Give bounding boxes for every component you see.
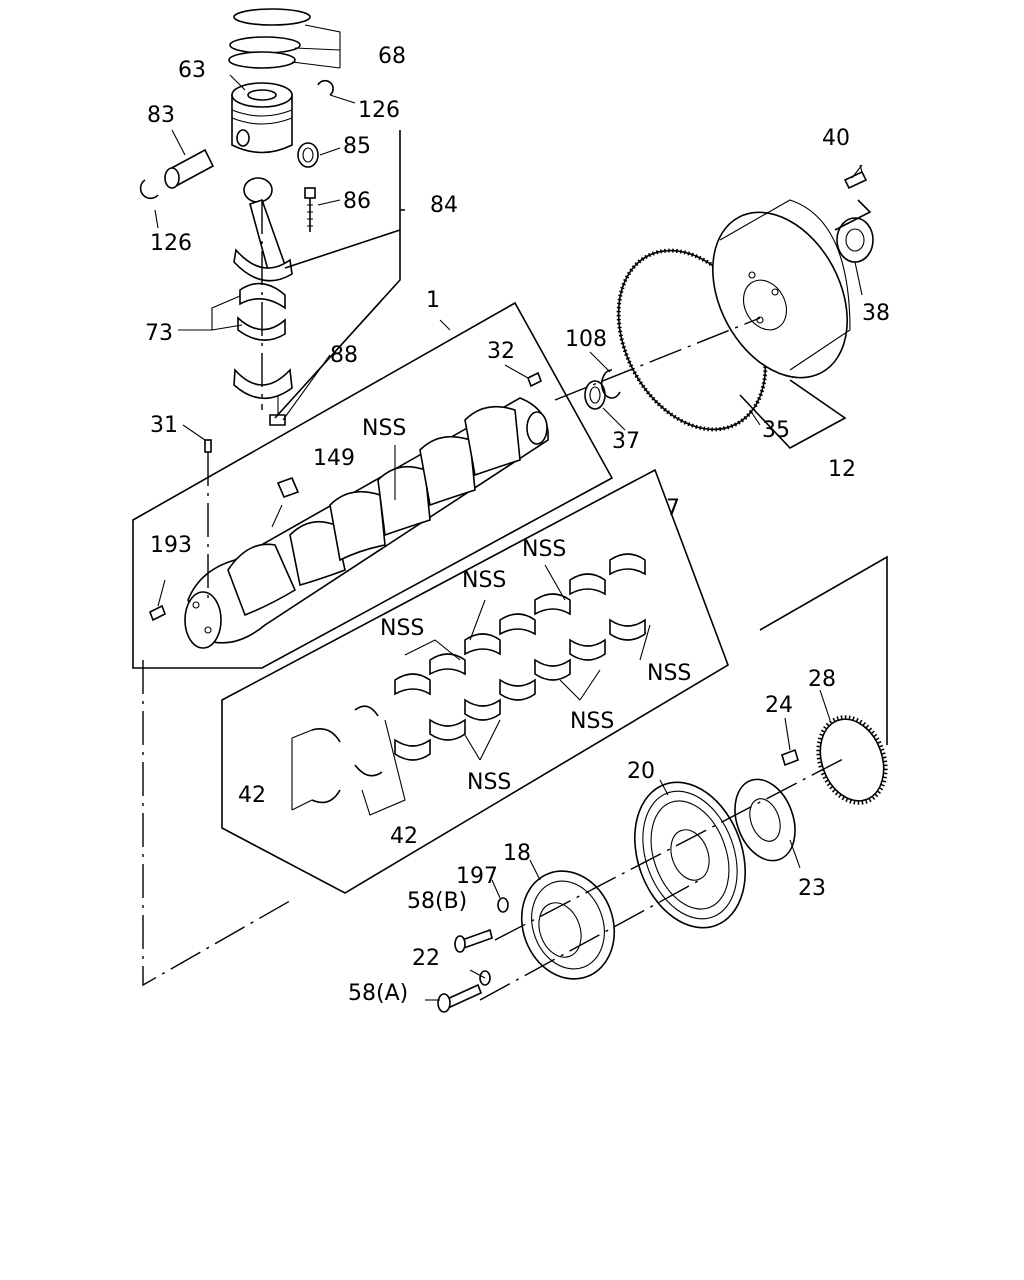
label-85: 85 bbox=[343, 134, 371, 159]
damper-20 bbox=[634, 781, 746, 929]
label-63: 63 bbox=[178, 58, 206, 83]
label-12: 12 bbox=[828, 457, 856, 482]
rod-cap bbox=[233, 368, 293, 415]
rod-nut bbox=[269, 414, 286, 426]
main-bearing-shells bbox=[394, 553, 646, 761]
label-83: 83 bbox=[147, 103, 175, 128]
piston-rings bbox=[228, 8, 341, 69]
label-38: 38 bbox=[862, 301, 890, 326]
label-18: 18 bbox=[503, 841, 531, 866]
label-68: 68 bbox=[378, 44, 406, 69]
label-108: 108 bbox=[565, 327, 607, 352]
bolt-58b bbox=[454, 928, 493, 953]
lock-plate-38 bbox=[836, 217, 874, 263]
group-frames bbox=[132, 301, 888, 987]
leader-lines bbox=[154, 74, 863, 881]
plate-23 bbox=[734, 778, 796, 862]
label-35: 35 bbox=[762, 418, 790, 443]
label-42-left: 42 bbox=[238, 783, 266, 808]
snap-ring-lower bbox=[139, 179, 159, 200]
piston-pin bbox=[164, 148, 215, 189]
pin-32 bbox=[526, 371, 543, 388]
label-42-right: 42 bbox=[390, 824, 418, 849]
plug-149 bbox=[271, 476, 300, 528]
label-nss-6: NSS bbox=[467, 770, 511, 795]
flywheel-bolt bbox=[843, 164, 868, 190]
pulley-18 bbox=[520, 870, 616, 980]
label-7: 7 bbox=[666, 496, 680, 521]
snap-ring-upper bbox=[317, 79, 356, 104]
label-58a: 58(A) bbox=[348, 981, 408, 1006]
label-126-lower: 126 bbox=[150, 231, 192, 256]
label-197: 197 bbox=[456, 864, 498, 889]
flywheel bbox=[712, 199, 851, 379]
label-nss-2: NSS bbox=[462, 568, 506, 593]
label-37: 37 bbox=[612, 429, 640, 454]
label-193: 193 bbox=[150, 533, 192, 558]
washer-197 bbox=[497, 897, 509, 913]
label-22: 22 bbox=[412, 946, 440, 971]
bush bbox=[297, 142, 319, 168]
label-84: 84 bbox=[430, 193, 458, 218]
label-126-upper: 126 bbox=[358, 98, 400, 123]
thrust-washers bbox=[291, 705, 406, 816]
label-23: 23 bbox=[798, 876, 826, 901]
label-86: 86 bbox=[343, 189, 371, 214]
crankshaft bbox=[184, 397, 549, 649]
label-28: 28 bbox=[808, 667, 836, 692]
rod-bearing-shells bbox=[237, 282, 286, 341]
label-nss-3: NSS bbox=[380, 616, 424, 641]
label-nss-4: NSS bbox=[647, 661, 691, 686]
label-31: 31 bbox=[150, 413, 178, 438]
bolt-24 bbox=[781, 717, 799, 767]
timing-gear-28 bbox=[816, 715, 888, 805]
label-32: 32 bbox=[487, 339, 515, 364]
connecting-rod bbox=[233, 177, 293, 282]
piston bbox=[231, 82, 293, 154]
label-40: 40 bbox=[822, 126, 850, 151]
bolt-58a bbox=[437, 983, 483, 1013]
ring-108 bbox=[601, 369, 621, 399]
pin-193 bbox=[148, 579, 167, 622]
crank-pin-dowel bbox=[182, 424, 212, 600]
part-labels: 68 63 126 83 85 86 84 126 73 88 1 31 149… bbox=[145, 44, 890, 1006]
label-nss-crank: NSS bbox=[362, 416, 406, 441]
label-nss-5: NSS bbox=[570, 709, 614, 734]
label-149: 149 bbox=[313, 446, 355, 471]
label-88: 88 bbox=[330, 343, 358, 368]
label-24: 24 bbox=[765, 693, 793, 718]
label-nss-1: NSS bbox=[522, 537, 566, 562]
rod-bolt bbox=[304, 187, 316, 232]
label-20: 20 bbox=[627, 759, 655, 784]
label-58b: 58(B) bbox=[407, 889, 467, 914]
label-1: 1 bbox=[426, 288, 440, 313]
label-73: 73 bbox=[145, 321, 173, 346]
